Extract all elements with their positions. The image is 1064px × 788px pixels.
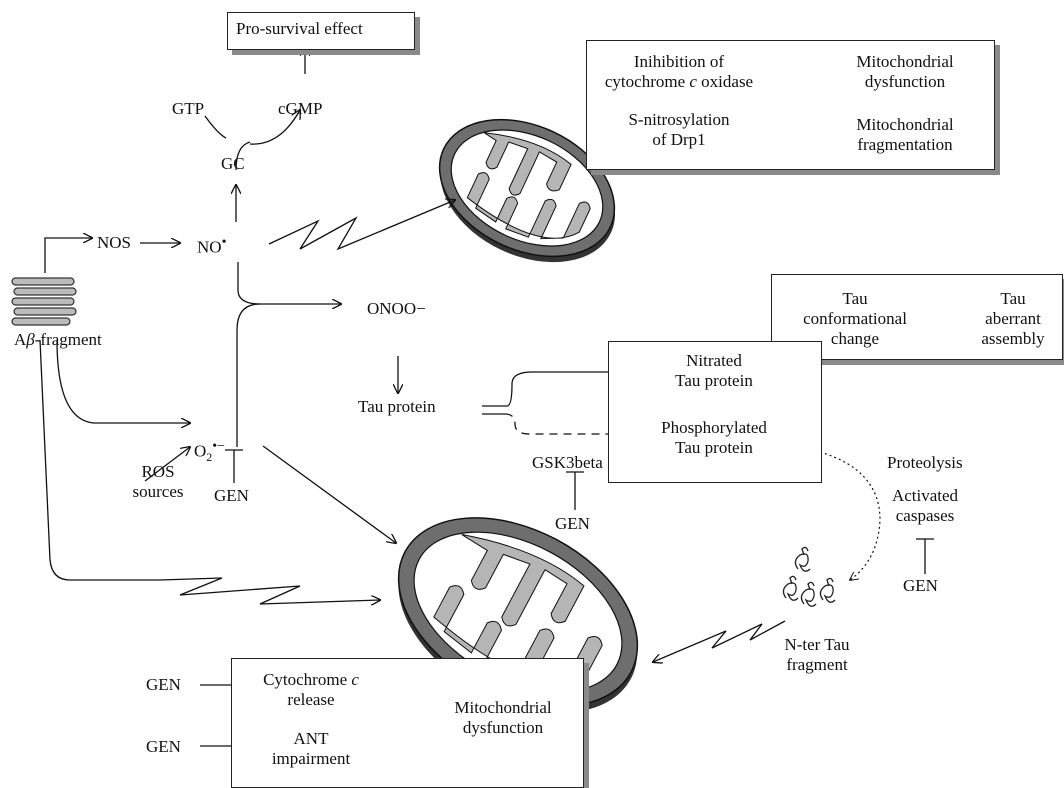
no-radical-label: NO• xyxy=(197,235,227,257)
gen-label-gsk3beta: GEN xyxy=(555,514,590,533)
mitochondrial-dysfunction-box xyxy=(231,658,584,788)
gen-label-cytochrome: GEN xyxy=(146,675,181,694)
nos-label: NOS xyxy=(97,233,132,252)
gen-label-caspases: GEN xyxy=(903,576,938,595)
gc-label: GC xyxy=(221,154,245,173)
tau-modification-box xyxy=(608,341,822,483)
radical-dot-icon: • xyxy=(221,235,227,250)
connector-lines xyxy=(39,47,934,755)
gsk3beta-label: GSK3beta xyxy=(532,453,603,472)
radical-dot-icon: •− xyxy=(212,439,226,454)
abeta-fragment-icon xyxy=(11,277,77,326)
superoxide-label: O2•− xyxy=(194,439,226,465)
pro-survival-label: Pro-survival effect xyxy=(236,19,363,38)
gtp-label: GTP xyxy=(172,99,205,118)
cgmp-label: cGMP xyxy=(278,99,323,118)
gen-label-ant: GEN xyxy=(146,737,181,756)
mitochondrion-top-icon xyxy=(438,118,616,263)
gen-label-superoxide: GEN xyxy=(214,486,249,505)
pro-survival-box xyxy=(227,12,415,50)
tau-protein-label: Tau protein xyxy=(358,397,436,416)
peroxynitrite-label: ONOO− xyxy=(367,299,426,318)
tau-fragment-icon xyxy=(782,546,836,607)
proteolysis-label: Proteolysis xyxy=(887,453,963,472)
mitochondrial-effects-box xyxy=(586,40,995,170)
abeta-fragment-label: Aβ-fragment xyxy=(14,330,102,349)
